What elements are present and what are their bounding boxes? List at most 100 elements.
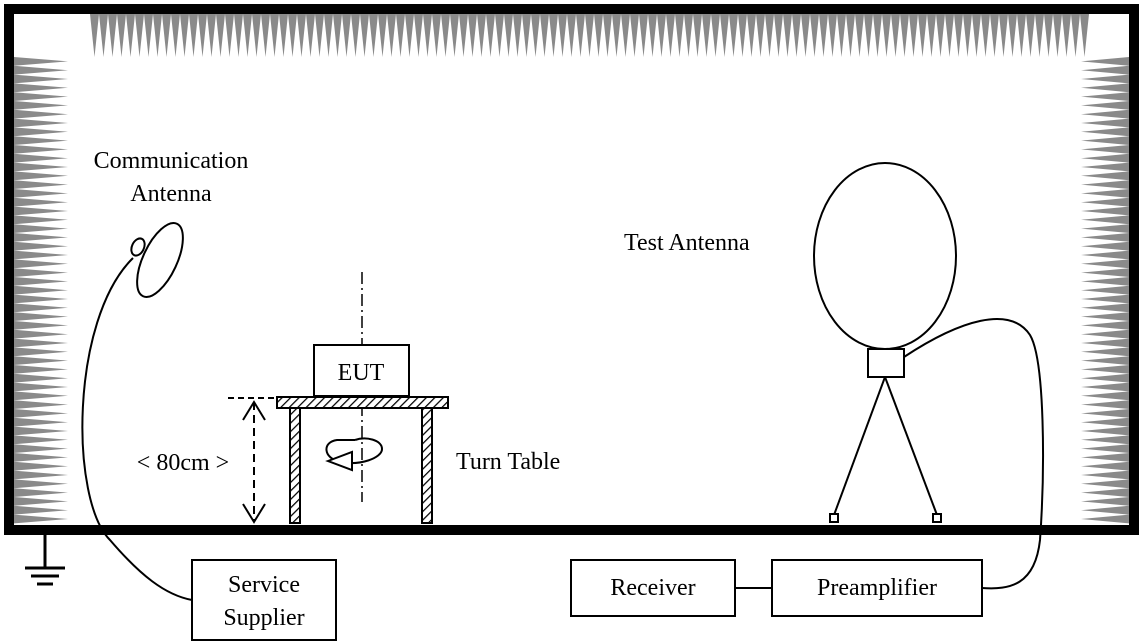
absorber-cone — [1081, 136, 1129, 145]
absorber-cone — [1081, 488, 1129, 497]
absorber-cone — [1081, 365, 1129, 374]
absorber-cone — [14, 241, 68, 251]
absorber-cone — [1081, 189, 1129, 198]
absorber-cone — [414, 14, 423, 57]
absorber-cone — [14, 250, 68, 260]
communication-antenna — [130, 222, 184, 298]
absorber-cone — [14, 488, 68, 497]
absorber-cone — [14, 417, 68, 427]
absorber-cone — [1026, 14, 1035, 57]
absorber-cone — [702, 14, 711, 57]
absorber-cone — [306, 14, 315, 57]
absorber-cone — [162, 14, 171, 57]
absorber-cone — [531, 14, 540, 57]
absorber-cone — [14, 373, 68, 383]
absorber-cone — [207, 14, 216, 57]
absorber-cone — [738, 14, 747, 57]
absorber-cone — [1081, 505, 1129, 515]
absorber-cone — [693, 14, 702, 57]
absorber-cone — [621, 14, 630, 57]
absorber-cone — [549, 14, 558, 57]
absorber-cone — [774, 14, 783, 57]
test-antenna-mount — [867, 348, 905, 378]
absorber-cone — [486, 14, 495, 57]
receiver-box — [570, 559, 736, 617]
absorber-cone — [14, 74, 68, 84]
absorber-cone — [1081, 514, 1129, 524]
absorber-cone — [396, 14, 405, 57]
absorber-cone — [14, 259, 68, 269]
absorber-cone — [1081, 373, 1129, 383]
absorber-cone — [1071, 14, 1080, 57]
absorber-cone — [324, 14, 333, 57]
height-label: < 80cm > — [137, 450, 229, 476]
absorber-cone — [585, 14, 594, 57]
absorber-cone — [14, 197, 68, 207]
absorber-left — [14, 57, 68, 524]
absorber-cone — [14, 65, 68, 75]
absorber-cone — [14, 145, 68, 154]
absorber-cone — [1081, 303, 1129, 313]
absorber-cone — [14, 180, 68, 189]
absorber-cone — [171, 14, 180, 57]
absorber-cone — [666, 14, 675, 57]
absorber-cone — [639, 14, 648, 57]
absorber-cone — [14, 206, 68, 216]
absorber-cone — [1081, 206, 1129, 216]
absorber-cone — [14, 426, 68, 436]
absorber-cone — [576, 14, 585, 57]
absorber-cone — [14, 83, 68, 93]
absorber-cone — [342, 14, 351, 57]
absorber-cone — [14, 136, 68, 145]
absorber-cone — [1081, 92, 1129, 101]
absorber-cone — [14, 505, 68, 515]
test-antenna-cable — [903, 318, 1044, 590]
absorber-cone — [684, 14, 693, 57]
absorber-cone — [846, 14, 855, 57]
absorber-cone — [14, 224, 68, 233]
absorber-cone — [1081, 356, 1129, 365]
absorber-cone — [675, 14, 684, 57]
absorber-cone — [630, 14, 639, 57]
absorber-cone — [14, 215, 68, 225]
absorber-cone — [603, 14, 612, 57]
absorber-cone — [972, 14, 981, 57]
absorber-cone — [234, 14, 243, 57]
test-antenna-label: Test Antenna — [624, 230, 750, 256]
absorber-cone — [495, 14, 504, 57]
absorber-cone — [522, 14, 531, 57]
absorber-cone — [1081, 180, 1129, 189]
absorber-cone — [1081, 417, 1129, 427]
absorber-cone — [1081, 127, 1129, 137]
absorber-cone — [432, 14, 441, 57]
absorber-cone — [612, 14, 621, 57]
absorber-cone — [1081, 461, 1129, 471]
absorber-cone — [1081, 259, 1129, 269]
absorber-cone — [1081, 233, 1129, 242]
absorber-cone — [1081, 479, 1129, 489]
absorber-cone — [315, 14, 324, 57]
absorber-cone — [297, 14, 306, 57]
absorber-cone — [14, 347, 68, 357]
absorber-cone — [1080, 14, 1089, 57]
absorber-cone — [14, 233, 68, 242]
absorber-cone — [423, 14, 432, 57]
absorber-cone — [378, 14, 387, 57]
absorber-cone — [783, 14, 792, 57]
absorber-cone — [909, 14, 918, 57]
absorber-cone — [1081, 453, 1129, 462]
absorber-cone — [1081, 145, 1129, 154]
absorber-cone — [14, 109, 68, 119]
absorber-cone — [1081, 268, 1129, 277]
absorber-cone — [891, 14, 900, 57]
absorber-cone — [540, 14, 549, 57]
absorber-cone — [1081, 109, 1129, 119]
absorber-cone — [225, 14, 234, 57]
absorber-cone — [117, 14, 126, 57]
absorber-cone — [14, 470, 68, 480]
absorber-cone — [14, 92, 68, 101]
absorber-cone — [954, 14, 963, 57]
absorber-cone — [14, 329, 68, 339]
absorber-cone — [90, 14, 99, 57]
absorber-cone — [1081, 409, 1129, 418]
